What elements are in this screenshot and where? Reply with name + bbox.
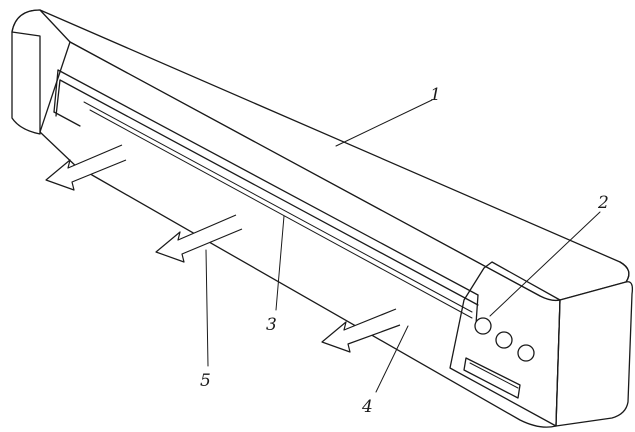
control-button-3 <box>517 344 535 362</box>
callout-1: 1 <box>430 85 441 105</box>
display-window <box>463 357 521 399</box>
leader-4 <box>375 325 409 393</box>
leader-1 <box>335 99 433 147</box>
airflow-arrows <box>45 144 401 353</box>
slot-line-c <box>89 109 473 319</box>
airflow-arrow-right <box>321 308 401 353</box>
slot-inner-left <box>55 79 61 117</box>
right-top-edge <box>619 261 630 283</box>
panel-frame <box>449 261 561 427</box>
callout-4: 4 <box>361 397 373 417</box>
heater-body <box>11 9 634 428</box>
control-panel <box>449 261 561 427</box>
left-cap-edge <box>11 31 41 133</box>
slot-top-edge <box>57 69 479 296</box>
leader-lines <box>205 99 601 393</box>
slot-right-edge <box>475 294 479 325</box>
slot-left-edge <box>53 69 59 113</box>
callout-5: 5 <box>200 371 211 391</box>
leader-5 <box>205 249 209 367</box>
display-line <box>469 362 519 389</box>
callout-labels: 1 2 3 4 5 <box>200 85 609 417</box>
air-outlet-slot <box>53 69 479 325</box>
leader-2 <box>489 211 601 317</box>
right-end-face <box>555 281 634 427</box>
airflow-arrow-middle <box>155 214 243 263</box>
leader-3 <box>275 215 285 311</box>
control-button-1 <box>474 317 492 335</box>
callout-2: 2 <box>597 193 609 213</box>
slot-left-bottom <box>53 111 81 127</box>
callout-3: 3 <box>266 315 277 335</box>
slot-line-a <box>59 79 479 306</box>
airflow-arrow-left <box>45 144 127 191</box>
control-button-2 <box>495 331 513 349</box>
slot-line-b <box>83 101 473 313</box>
